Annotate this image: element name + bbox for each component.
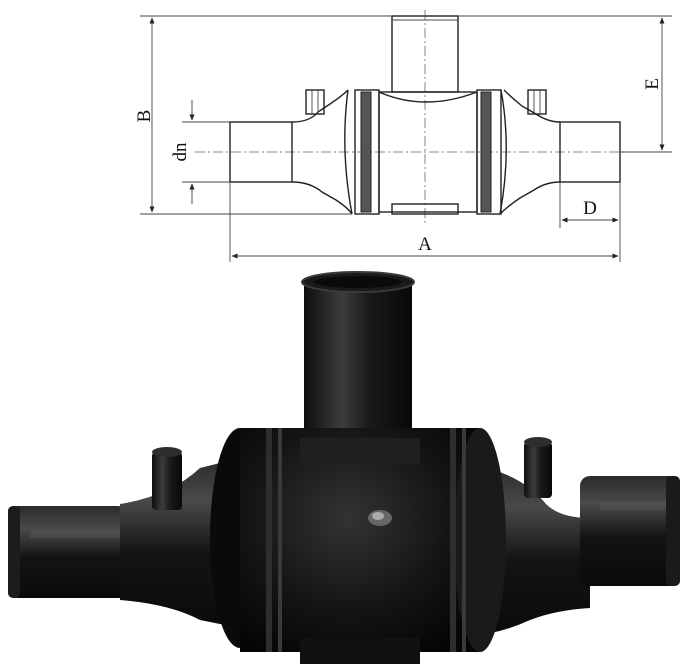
dimension-e: E xyxy=(458,15,672,153)
product-photo xyxy=(8,271,680,664)
label-dn: dn xyxy=(170,142,191,162)
label-e: E xyxy=(642,78,663,90)
photo-left-stub xyxy=(152,447,182,510)
label-d: D xyxy=(583,198,597,219)
valve-body xyxy=(344,89,507,215)
photo-right-stub xyxy=(524,437,552,498)
dimension-a: A xyxy=(229,182,619,262)
dimension-b: B xyxy=(134,15,392,215)
photo-left-pipe xyxy=(8,458,240,628)
photo-top-outlet xyxy=(301,271,415,450)
left-stub xyxy=(305,89,325,115)
dimension-d: D xyxy=(559,182,621,262)
label-a: A xyxy=(418,234,432,255)
top-outlet xyxy=(391,15,459,93)
label-b: B xyxy=(134,110,155,123)
technical-drawing: B dn E D A xyxy=(134,10,672,262)
photo-valve-body xyxy=(210,428,506,664)
dimension-dn: dn xyxy=(170,100,230,204)
